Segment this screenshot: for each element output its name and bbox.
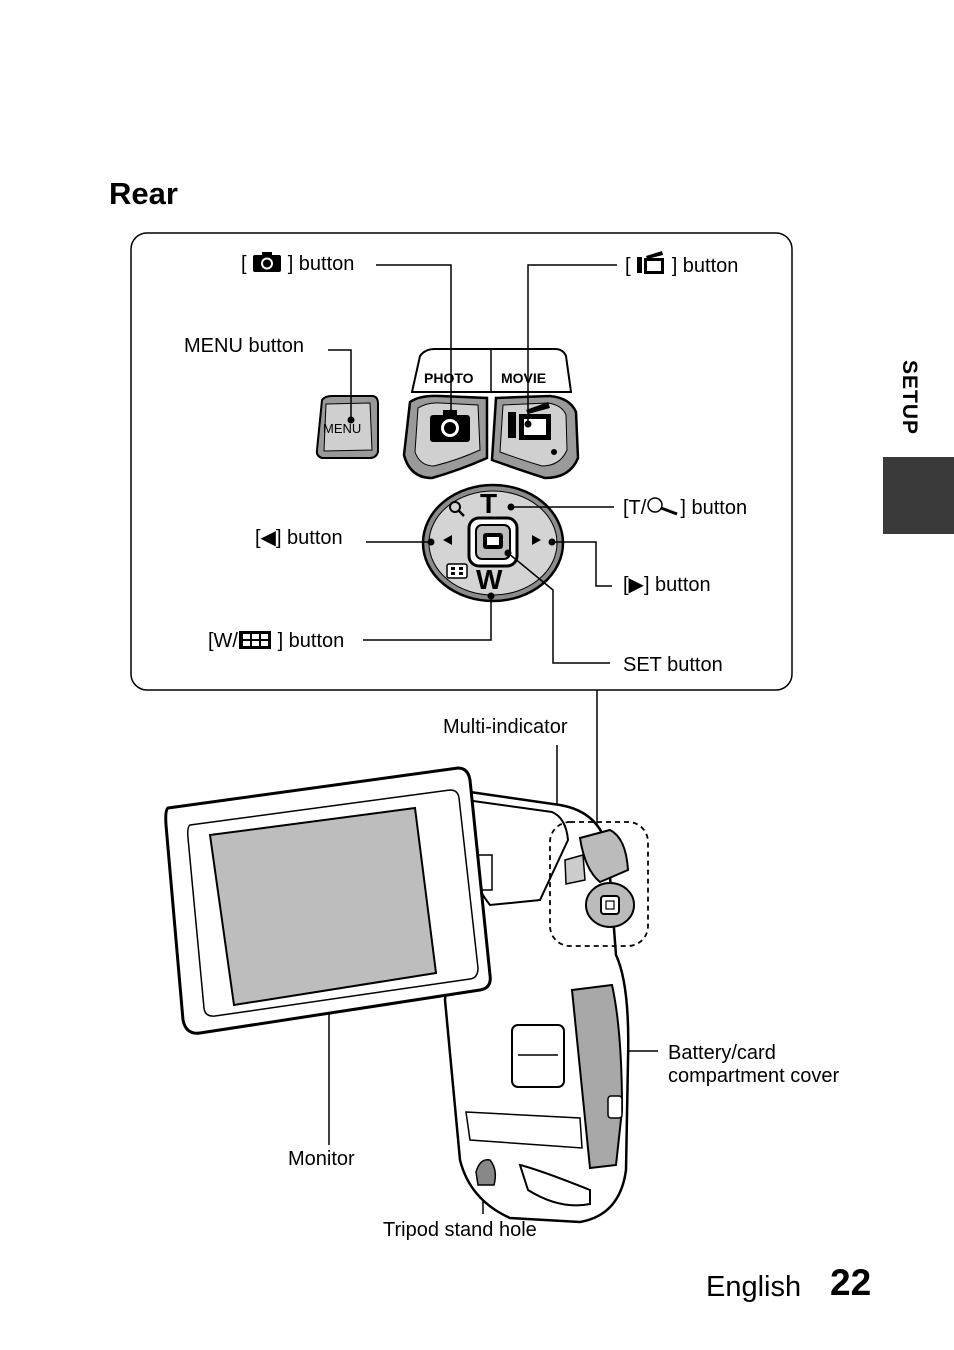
thumbnail-grid-icon [446, 563, 468, 579]
side-tab-block [883, 457, 954, 534]
section-title: Rear [109, 176, 178, 211]
wide-button-label: [W/ ] button [208, 630, 345, 654]
right-arrow-icon [532, 535, 541, 545]
movie-camera-icon [508, 412, 516, 438]
magnifier-icon [646, 497, 680, 521]
photo-button-label: [ ] button [241, 251, 355, 277]
right-button-label: [▶] button [623, 574, 711, 596]
left-arrow-icon [443, 535, 452, 545]
tele-text: T [480, 488, 497, 519]
movie-button-label: [ ] button [625, 251, 738, 279]
tele-button-label: [T/] button [623, 497, 748, 521]
battery-cover-label-line1: Battery/card [668, 1042, 776, 1064]
button-area-highlight [549, 821, 649, 947]
tripod-hole-label: Tripod stand hole [383, 1219, 537, 1241]
photo-text: PHOTO [424, 370, 474, 386]
camera-body [164, 766, 635, 1224]
movie-text: MOVIE [501, 370, 546, 386]
menu-text: MENU [323, 421, 361, 436]
page-number: 22 [830, 1262, 872, 1303]
menu-button-label: MENU button [184, 335, 305, 357]
movie-camera-icon [636, 251, 666, 279]
footer-language: English [706, 1271, 802, 1303]
magnifier-icon [449, 501, 461, 513]
thumbnail-grid-icon [238, 630, 272, 654]
camera-icon [252, 251, 282, 277]
multi-indicator-label: Multi-indicator [443, 716, 568, 738]
callout-box [130, 232, 793, 691]
monitor-label: Monitor [288, 1148, 355, 1170]
button-cluster: PHOTO MOVIE MENU T W [315, 348, 580, 603]
battery-cover-label-line2: compartment cover [668, 1065, 840, 1087]
set-button-label: SET button [623, 654, 723, 676]
left-button-label: [◀] button [255, 527, 343, 549]
wide-text: W [476, 564, 503, 595]
